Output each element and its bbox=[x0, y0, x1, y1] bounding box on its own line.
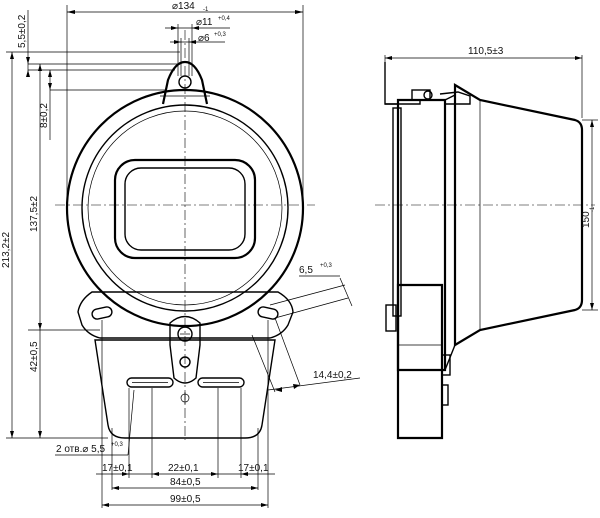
dim-hole-small-tol: +0,3 bbox=[214, 32, 227, 38]
side-hook-screw-icon bbox=[423, 90, 433, 100]
side-clip bbox=[385, 304, 397, 332]
mounting-slot-left bbox=[91, 306, 113, 320]
dim-bottom-right: 17±0,1 bbox=[238, 463, 269, 474]
dim-slot-width-tol: +0,3 bbox=[320, 263, 333, 269]
display-window-inner bbox=[124, 167, 246, 251]
dim-depth: 110,5±3 bbox=[468, 46, 504, 57]
dim-height-tol: -1 bbox=[590, 206, 596, 212]
dim-top-width-tol: -1 bbox=[203, 7, 209, 13]
dim-top-width: ⌀134 bbox=[172, 1, 195, 12]
dim-bottom-left: 17±0,1 bbox=[102, 463, 133, 474]
hanger-hole-icon bbox=[178, 75, 192, 89]
side-bracket bbox=[384, 62, 421, 105]
dim-slot-offset: 14,4±0,2 bbox=[313, 370, 352, 381]
side-hook bbox=[411, 89, 431, 101]
side-terminal-screw bbox=[441, 384, 449, 406]
dim-left-top: 5,5±0,2 bbox=[17, 14, 28, 48]
side-seal-lug bbox=[441, 354, 451, 376]
meter-body-inner bbox=[87, 110, 283, 306]
dim-height: 150 bbox=[581, 211, 592, 228]
dim-left-lower: 42±0,5 bbox=[29, 341, 40, 372]
dim-hole-large-tol: +0,4 bbox=[218, 16, 231, 22]
dim-left-total: 213,2±2 bbox=[1, 231, 12, 268]
mounting-bracket bbox=[77, 291, 294, 339]
dim-left-body: 137,5±2 bbox=[29, 195, 40, 232]
display-window-outer bbox=[113, 158, 257, 260]
dim-bottom-99: 99±0,5 bbox=[170, 494, 201, 505]
front-view: ⌀134 -1 ⌀11 +0,4 ⌀6 +0,3 5,5±0,2 bbox=[1, 1, 361, 508]
side-view: 110,5±3 150 -1 bbox=[375, 46, 598, 440]
dim-slot-width: 6,5 bbox=[299, 265, 313, 276]
mounting-slot-right bbox=[257, 306, 279, 320]
dim-holes-tol: +0,3 bbox=[111, 442, 124, 448]
dim-bottom-mid: 22±0,1 bbox=[168, 463, 199, 474]
terminal-clamp-right bbox=[197, 377, 245, 388]
side-terminal-block bbox=[396, 283, 444, 440]
dim-left-hook: 8±0,2 bbox=[39, 103, 50, 128]
terminal-cover bbox=[94, 339, 276, 439]
side-body-rear bbox=[396, 98, 447, 372]
dim-hole-small: ⌀6 bbox=[198, 33, 210, 44]
side-cover bbox=[453, 83, 584, 347]
meter-body-ring bbox=[81, 104, 289, 312]
top-hanger bbox=[161, 60, 209, 105]
seal-screw-icon bbox=[177, 326, 193, 342]
dim-hole-large: ⌀11 bbox=[196, 17, 213, 28]
seal-hole-icon bbox=[179, 356, 191, 368]
dim-bottom-84: 84±0,5 bbox=[170, 477, 201, 488]
dim-holes: 2 отв.⌀ 5,5 bbox=[56, 444, 105, 455]
seal-lug bbox=[169, 315, 201, 384]
terminal-clamp-left bbox=[126, 377, 174, 388]
